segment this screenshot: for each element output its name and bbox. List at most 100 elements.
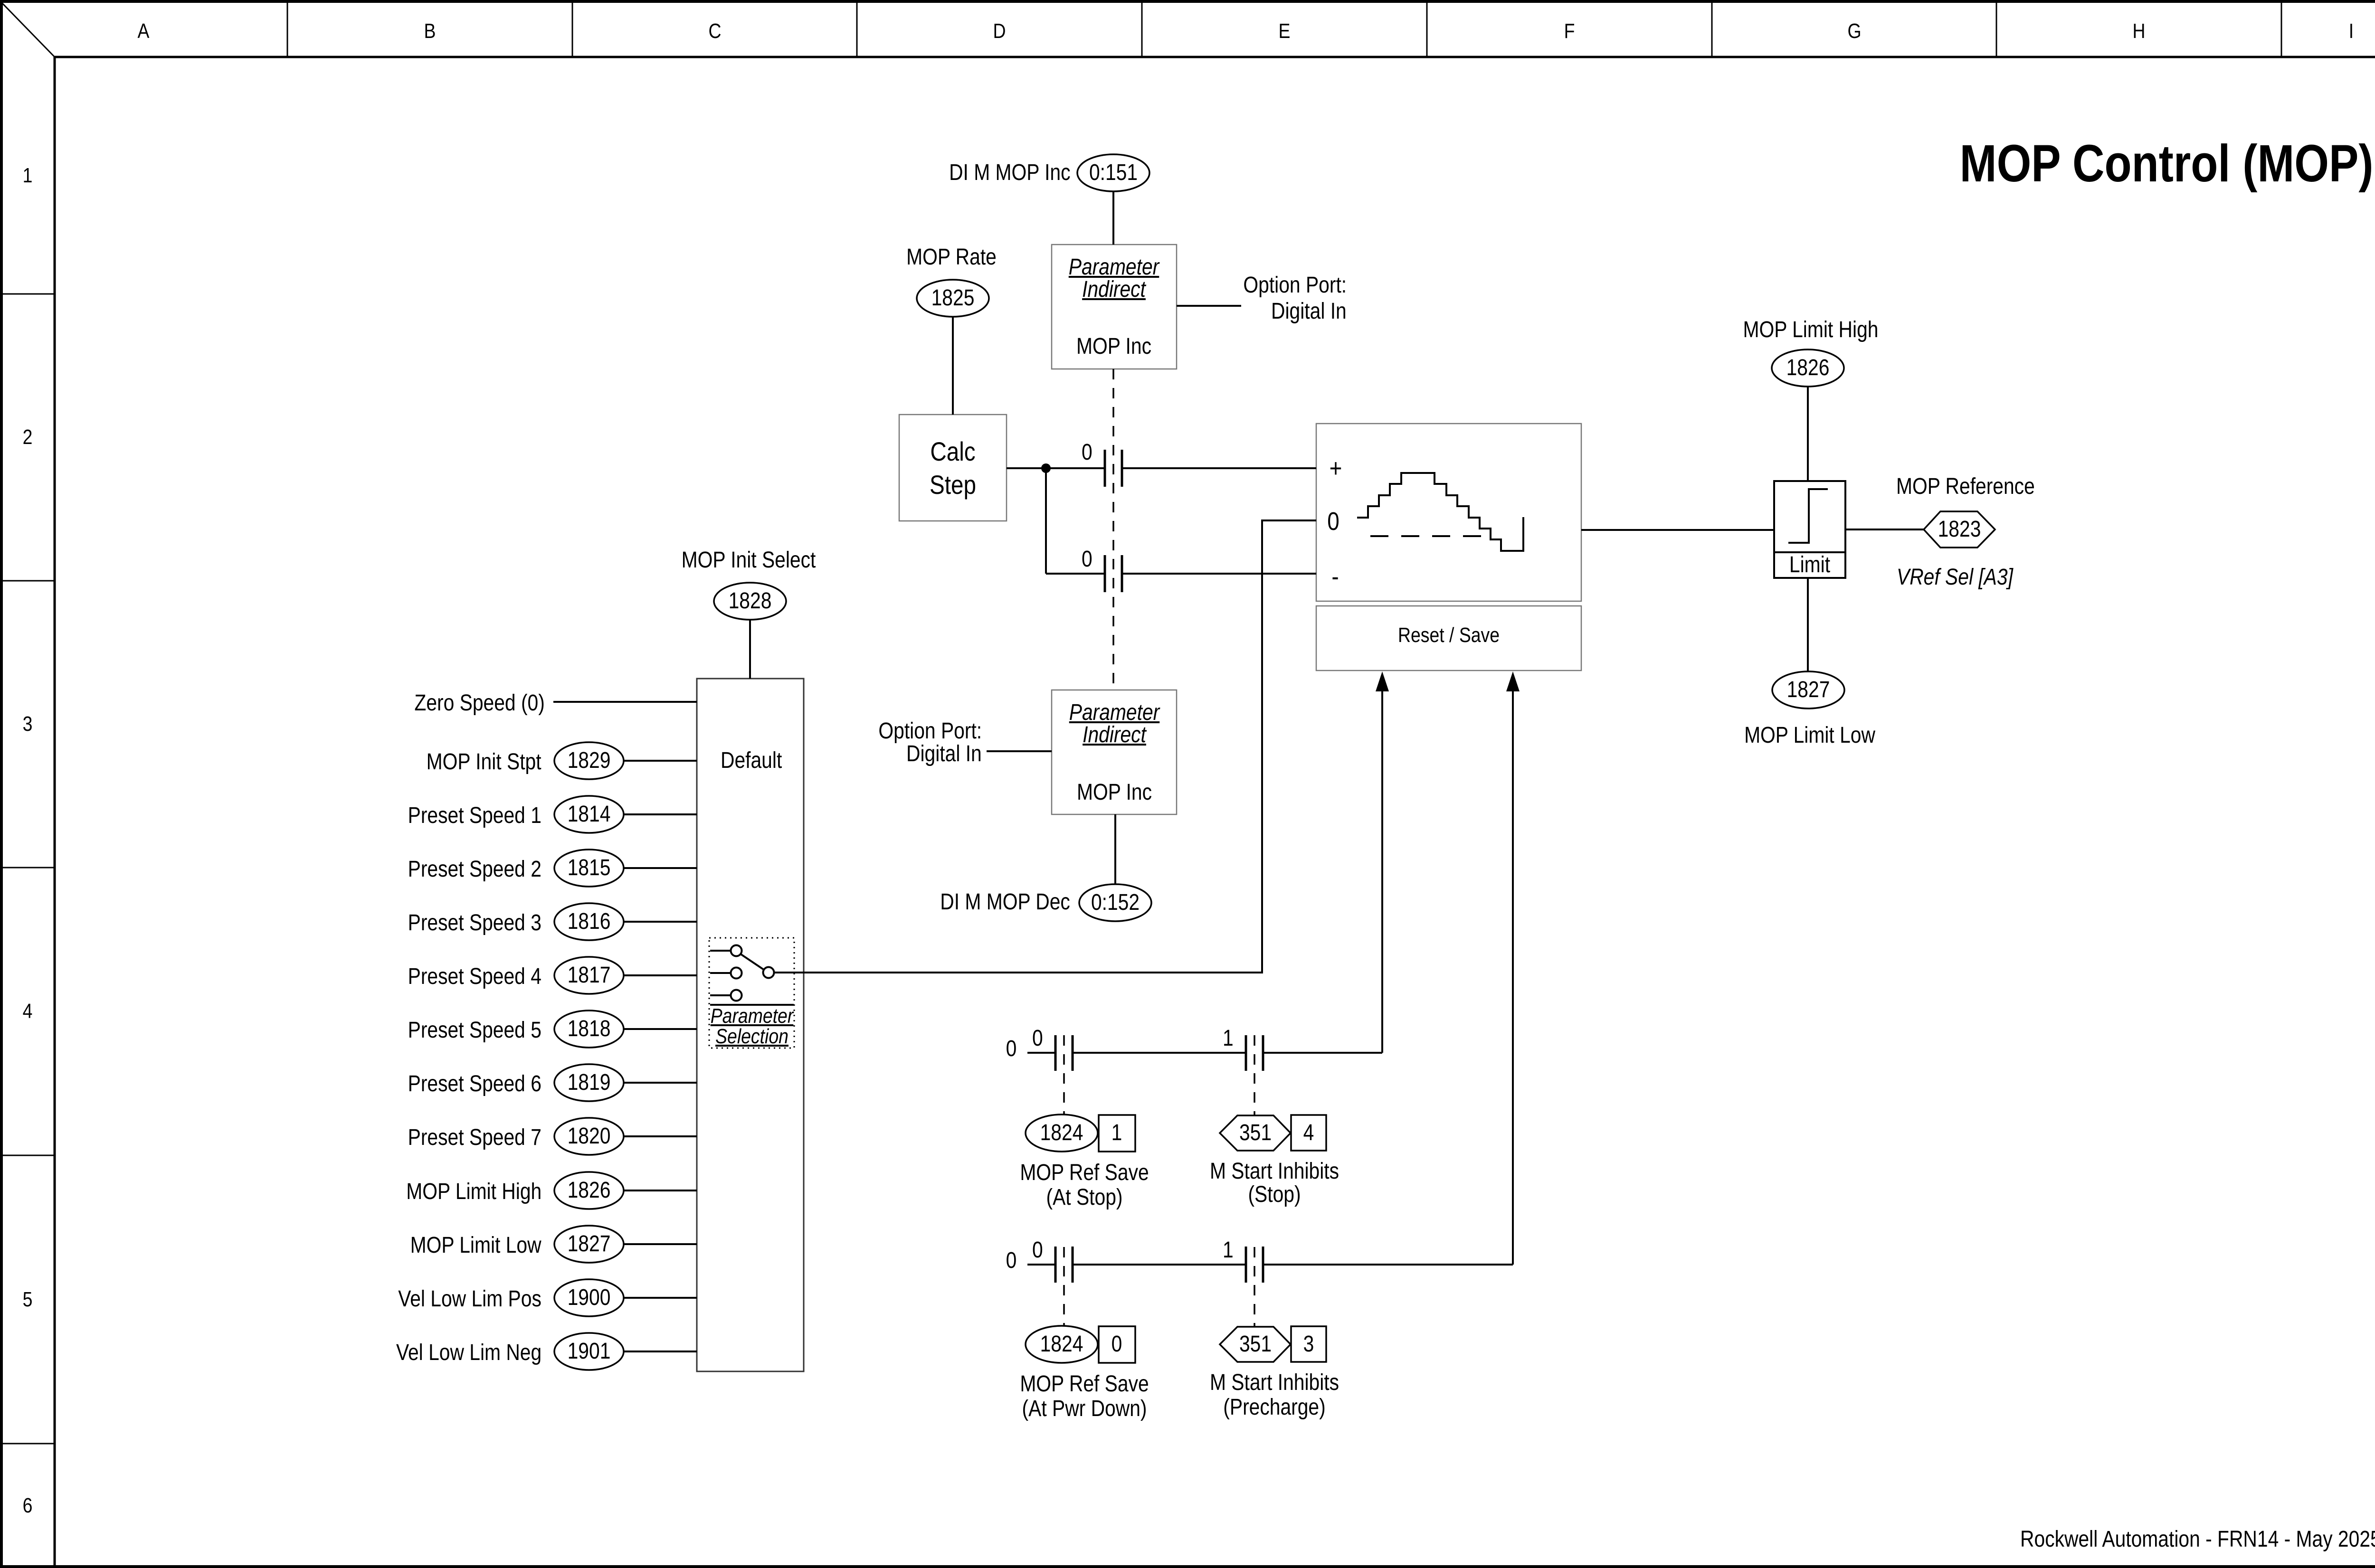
oval-1828: [713, 582, 787, 621]
param-row-label: Preset Speed 3: [408, 910, 542, 935]
mop-init-select-value: 1828: [728, 588, 772, 614]
mop-limit-high-value: 1826: [1786, 355, 1830, 380]
option-port-inc-line1: Option Port:: [1243, 273, 1347, 298]
mop-ref-save-pwr-value: 1824: [1040, 1332, 1083, 1357]
mop-reference-label: MOP Reference: [1896, 474, 2035, 499]
page-title: MOP Control (MOP): [1960, 134, 2374, 193]
column-label-c: C: [708, 19, 722, 43]
bitbox-351-pwr: [1290, 1325, 1327, 1363]
param-row-label: Preset Speed 2: [408, 857, 542, 882]
param-indirect-dec-line1: Parameter: [1069, 700, 1160, 725]
rung-stop-c2-label: 1: [1223, 1026, 1234, 1051]
mop-rate-label: MOP Rate: [906, 245, 997, 270]
column-label-i: I: [2348, 19, 2354, 43]
reset-save-label: Reset / Save: [1397, 623, 1500, 647]
param-indirect-inc-line1: Parameter: [1068, 255, 1159, 280]
param-row-value: 1817: [567, 963, 611, 988]
hex-1823: [1922, 510, 1996, 548]
mop-ref-save-stop-line2: (At Stop): [1046, 1185, 1123, 1210]
bitbox-1824-pwr: [1098, 1325, 1136, 1364]
switch-node-icon: [730, 966, 743, 980]
param-indirect-inc-box: [1051, 244, 1178, 370]
row-ticks: [1, 293, 55, 1445]
mop-limit-high-label: MOP Limit High: [1743, 317, 1879, 342]
column-ticks: [286, 1, 2282, 57]
column-label-f: F: [1564, 19, 1575, 43]
mop-ref-save-pwr-line2: (At Pwr Down): [1022, 1396, 1147, 1421]
oval-1818: [553, 1010, 625, 1048]
row-label-2: 2: [22, 425, 33, 449]
m-start-inhibits-pwr-bit: 3: [1303, 1332, 1314, 1357]
calc-step-line2: Step: [930, 470, 976, 500]
param-row-label: Preset Speed 5: [408, 1018, 542, 1043]
param-row-label: Preset Speed 4: [408, 964, 542, 989]
column-label-b: B: [424, 19, 436, 43]
oval-1824-stop: [1025, 1114, 1099, 1152]
wires: [553, 191, 1924, 1352]
m-start-inhibits-stop-bit: 4: [1303, 1120, 1314, 1145]
param-row-value: 1901: [567, 1339, 611, 1364]
selector-default-label: Default: [721, 748, 782, 773]
column-label-a: A: [137, 19, 150, 43]
param-row-value: 1829: [567, 748, 611, 773]
param-indirect-inc-line2: Indirect: [1082, 277, 1146, 302]
rung-pwr-c1-label: 0: [1032, 1237, 1043, 1263]
oval-1814: [553, 795, 625, 834]
switch-node-icon: [762, 966, 775, 979]
param-row-label: MOP Init Stpt: [427, 749, 542, 775]
rung-stop-source: 0: [1006, 1036, 1017, 1061]
mop-ref-save-stop-value: 1824: [1040, 1120, 1083, 1145]
junction-dot: [1041, 463, 1051, 473]
mop-rate-value: 1825: [931, 285, 975, 311]
contact-inc-plus-label: 0: [1082, 440, 1092, 465]
limit-box-label: Limit: [1789, 552, 1831, 577]
oval-1826b: [553, 1171, 625, 1210]
rung-stop-c1-label: 0: [1032, 1026, 1043, 1051]
m-start-inhibits-stop-line2: (Stop): [1248, 1182, 1301, 1207]
m-start-inhibits-pwr-value: 351: [1239, 1332, 1272, 1357]
contact-inc-minus-label: 0: [1082, 547, 1092, 572]
m-start-inhibits-stop-line1: M Start Inhibits: [1209, 1159, 1340, 1184]
oval-1827b: [553, 1225, 625, 1264]
param-row-value: 1815: [567, 855, 611, 880]
mop-reference-value: 1823: [1938, 517, 1981, 542]
vref-sel-label: VRef Sel [A3]: [1897, 565, 2013, 590]
oval-1819: [553, 1063, 625, 1102]
oval-1829: [553, 741, 625, 780]
ramp-waveform: [1357, 472, 1524, 552]
corner-diagonal: [1, 2, 56, 58]
rung-pwr-c2-label: 1: [1223, 1237, 1234, 1263]
mop-ref-save-pwr-bit: 0: [1111, 1332, 1122, 1357]
column-label-d: D: [993, 19, 1006, 43]
mop-ref-save-pwr-line1: MOP Ref Save: [1020, 1371, 1149, 1397]
param-row-label: Zero Speed (0): [414, 690, 545, 716]
oval-1826: [1771, 349, 1845, 387]
option-port-dec-line2: Digital In: [906, 741, 982, 766]
bitbox-1824-stop: [1098, 1114, 1136, 1152]
param-ovals: [553, 153, 1845, 1371]
option-port-inc-line2: Digital In: [1271, 299, 1347, 324]
di-mop-dec-label: DI M MOP Dec: [940, 889, 1070, 915]
calc-step-line1: Calc: [930, 436, 976, 466]
column-label-g: G: [1847, 19, 1862, 43]
param-row-label: MOP Limit High: [406, 1179, 542, 1204]
param-selection-line2: Selection: [715, 1025, 788, 1048]
mop-init-select-label: MOP Init Select: [681, 548, 816, 573]
limit-box: [1773, 480, 1846, 579]
m-start-inhibits-pwr-line1: M Start Inhibits: [1209, 1370, 1340, 1395]
param-row-value: 1900: [567, 1285, 611, 1310]
param-row-label: Vel Low Lim Pos: [398, 1286, 542, 1312]
ramp-zero: 0: [1327, 507, 1340, 536]
ramp-minus: -: [1331, 562, 1339, 591]
oval-1817: [553, 956, 625, 995]
bit-boxes: [1098, 1114, 1327, 1364]
oval-1825: [916, 279, 990, 318]
option-port-dec-line1: Option Port:: [878, 718, 982, 744]
footer-text: Rockwell Automation - FRN14 - May 2025: [2020, 1527, 2375, 1552]
switch-node-icon: [730, 989, 743, 1002]
param-row-label: MOP Limit Low: [410, 1233, 542, 1258]
param-row-value: 1814: [567, 802, 611, 827]
param-indirect-dec-sub: MOP Inc: [1077, 780, 1152, 805]
di-mop-inc-value: 0:151: [1089, 160, 1138, 185]
